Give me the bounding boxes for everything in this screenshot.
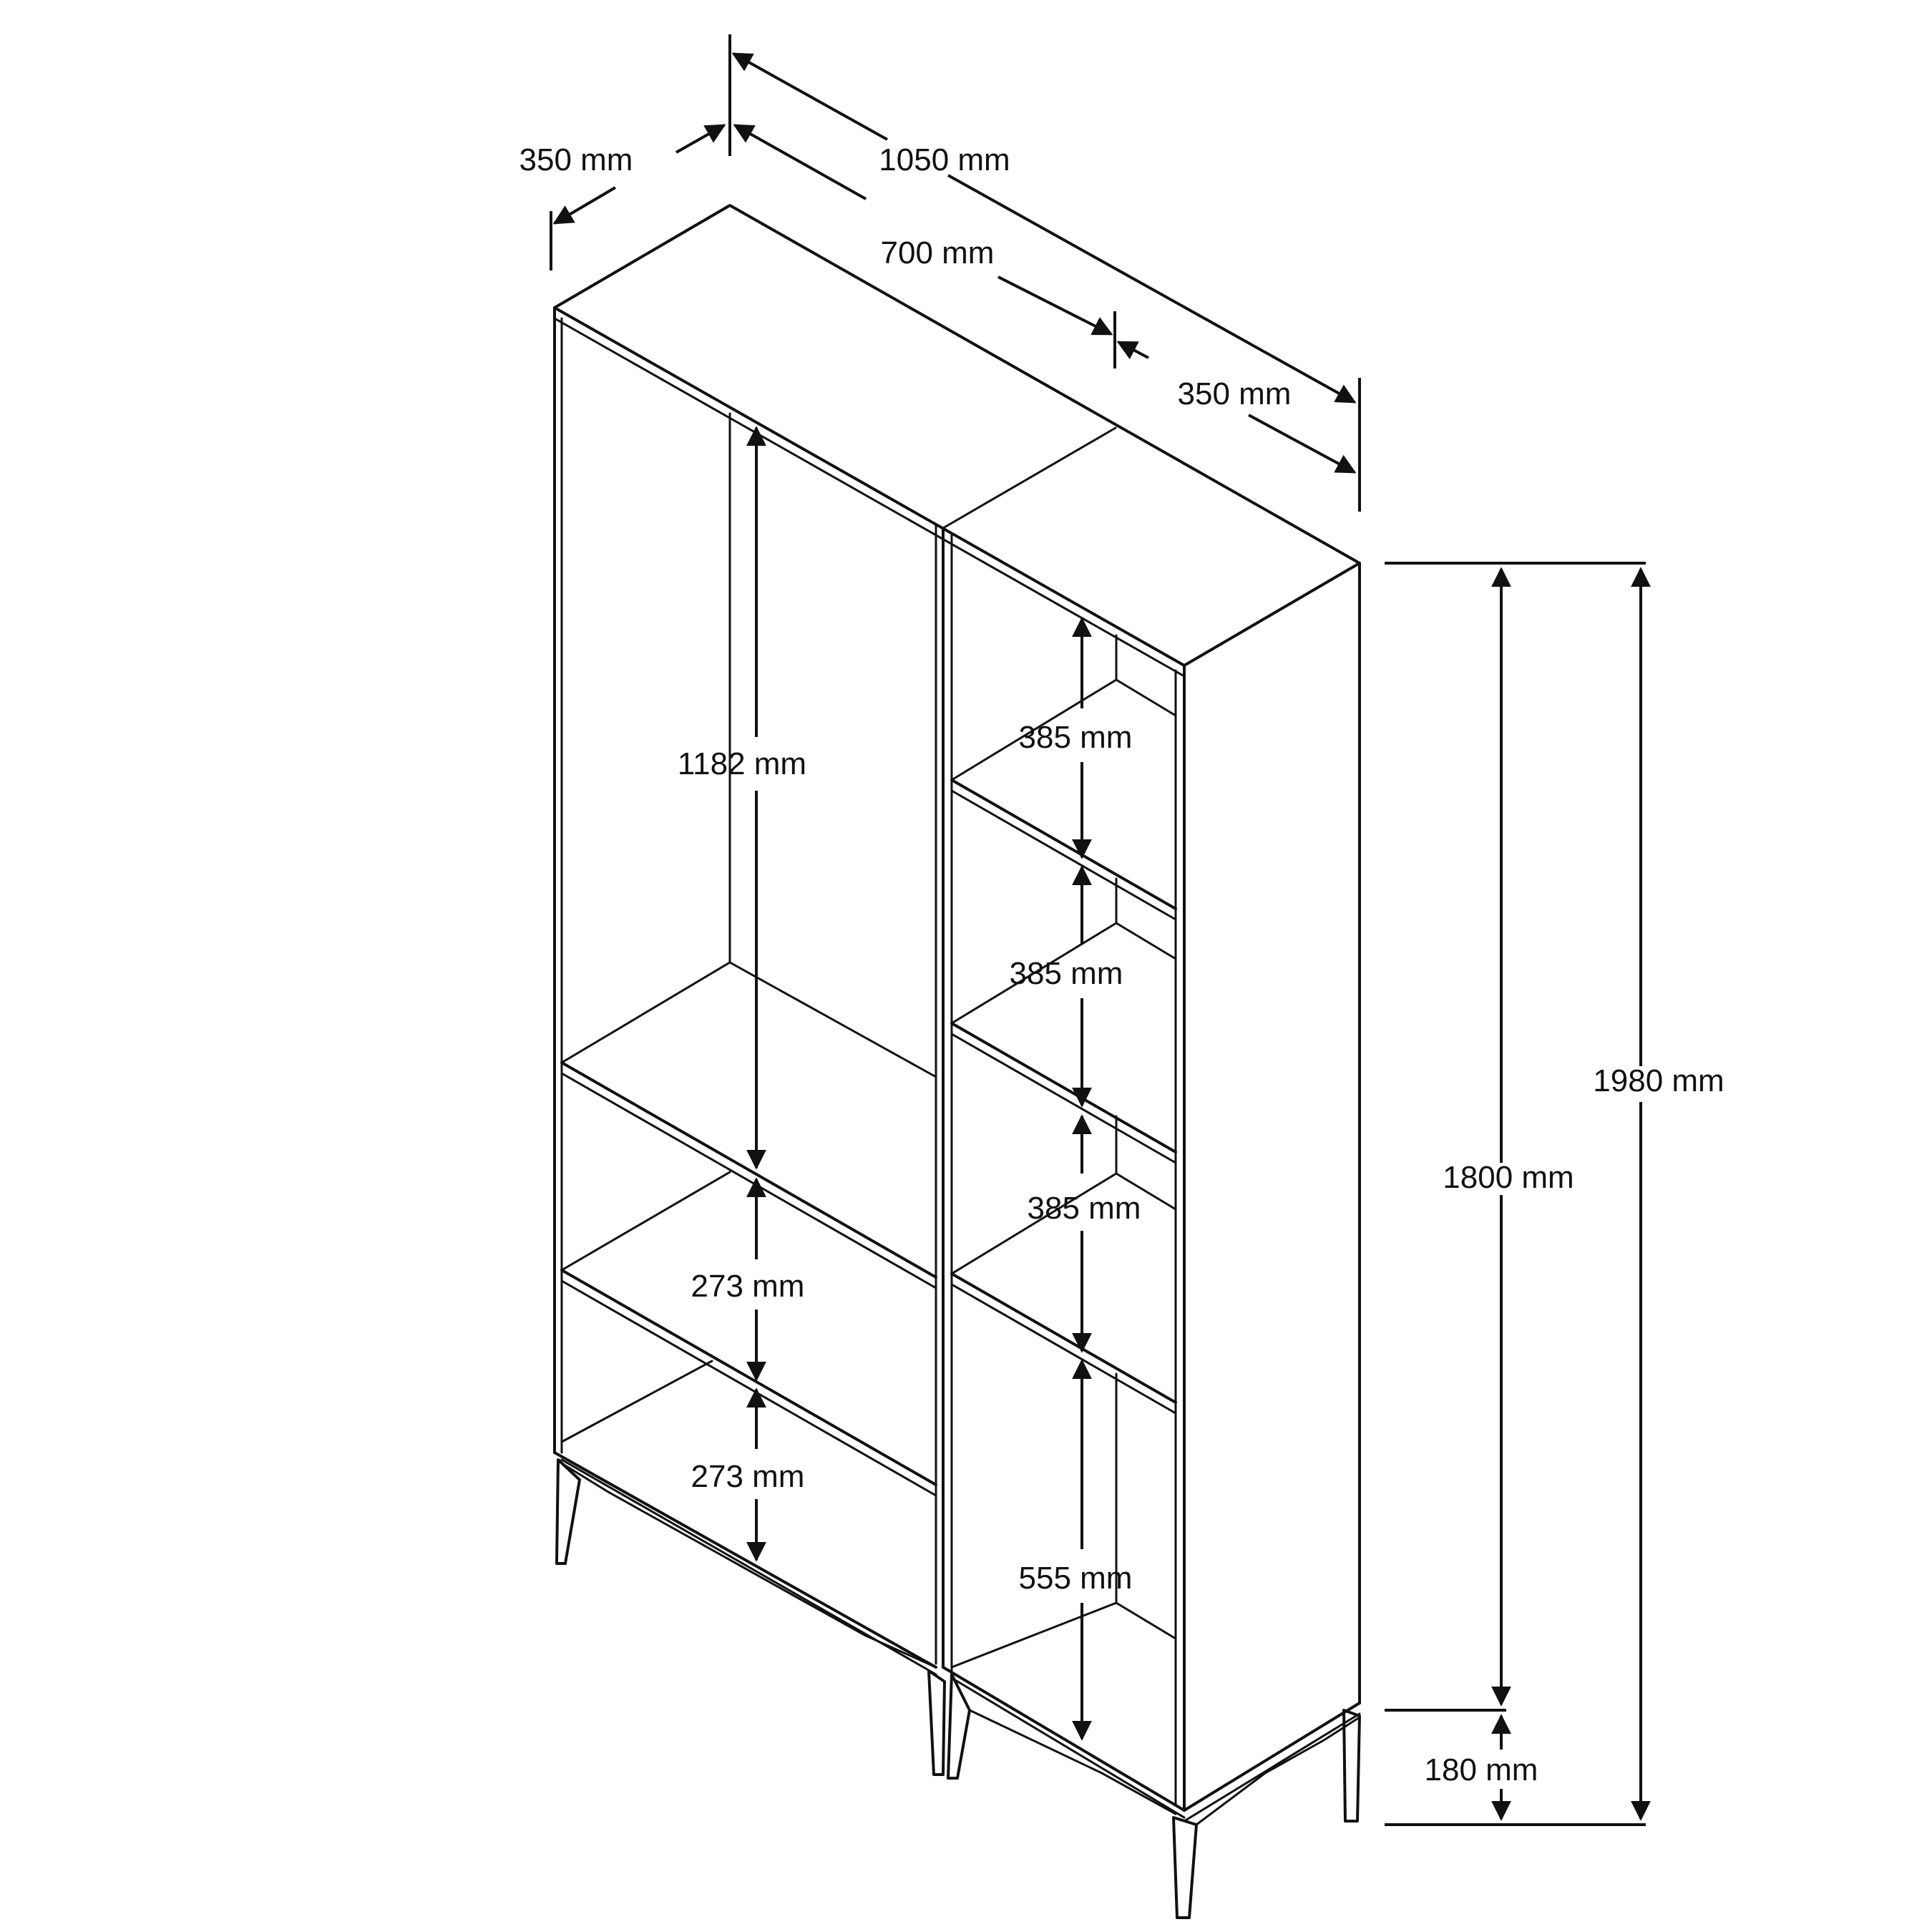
right-shelf-2-label: 385 mm: [1010, 956, 1123, 991]
dimension-labels: 1050 mm 350 mm 700 mm 350 mm 1980 mm 180…: [519, 142, 1724, 1787]
left-bottom-compartment-label: 273 mm: [691, 1459, 805, 1494]
cabinet-drawing: [553, 204, 1361, 1919]
right-unit-frame: [942, 527, 1361, 1812]
left-middle-compartment-label: 273 mm: [691, 1269, 805, 1304]
body-height-label: 1800 mm: [1443, 1160, 1574, 1195]
left-top-compartment-label: 1182 mm: [678, 746, 806, 781]
right-shelf-3-label: 385 mm: [1028, 1191, 1141, 1226]
total-height-label: 1980 mm: [1593, 1063, 1724, 1098]
left-width-label: 700 mm: [881, 235, 995, 270]
cabinet-legs: [555, 1458, 1361, 1919]
right-unit-shelves: [942, 678, 1361, 1823]
total-width-label: 1050 mm: [879, 142, 1010, 177]
right-bottom-compartment-label: 555 mm: [1019, 1561, 1133, 1596]
right-depth-label: 350 mm: [1178, 376, 1292, 411]
leg-height-label: 180 mm: [1425, 1752, 1538, 1787]
cabinet-top: [553, 204, 1361, 678]
left-depth-label: 350 mm: [519, 142, 633, 177]
dimension-lines: [550, 34, 1651, 1826]
right-shelf-1-label: 385 mm: [1019, 720, 1133, 755]
